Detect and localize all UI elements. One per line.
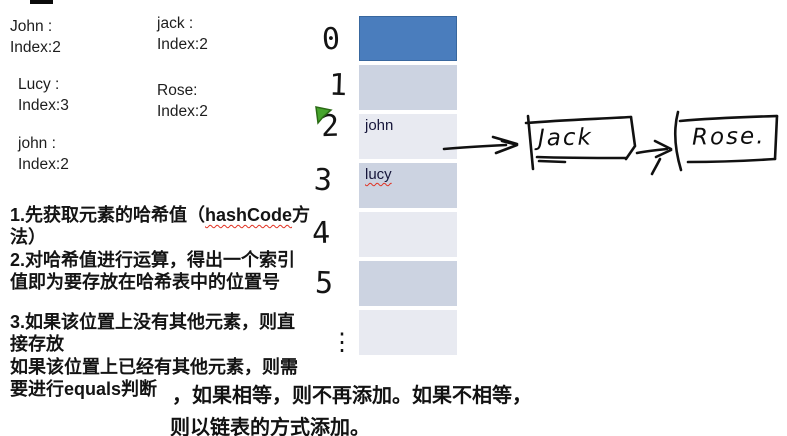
entry-index: Index:2 xyxy=(18,156,69,173)
array-cell-0 xyxy=(359,16,457,61)
entry-name: jack : xyxy=(157,15,194,32)
note-line: 2.对哈希值进行运算，得出一个索引 xyxy=(10,249,296,270)
note-big-line-1: ，如果相等，则不再添加。如果不相等， xyxy=(172,385,532,407)
array-cell-4 xyxy=(359,212,457,257)
note-line: 接存放 xyxy=(10,334,64,355)
entry-Lucy: Lucy : Index:3 xyxy=(18,74,69,116)
array-cell-5 xyxy=(359,261,457,306)
note-code-hashcode: hashCode xyxy=(205,205,293,225)
entry-name: Lucy : xyxy=(18,76,60,93)
arrow-icon-jack-to-rose xyxy=(635,139,673,176)
entry-name: Rose: xyxy=(157,82,198,99)
cell-label-misspell: lucy xyxy=(365,166,392,183)
note-big-line-2: 则以链表的方式添加。 xyxy=(170,417,370,436)
entry-index: Index:2 xyxy=(157,103,208,120)
note-line: 1.先获取元素的哈希值（hashCode方 xyxy=(10,204,330,226)
jack-node-label: Jack xyxy=(537,124,594,152)
array-cell-6 xyxy=(359,310,457,355)
note-line: 要进行equals判断 xyxy=(10,378,158,399)
entry-index: Index:2 xyxy=(10,39,61,56)
entry-name: john : xyxy=(18,135,56,152)
video-artifact-mark xyxy=(30,0,53,4)
note-line: 如果该位置上已经有其他元素，则需 xyxy=(10,356,298,377)
entry-index: Index:2 xyxy=(157,36,208,53)
handwritten-index-0: 0 xyxy=(321,21,341,58)
note-line: 法） xyxy=(10,227,46,248)
hash-table-array: john lucy xyxy=(359,16,457,359)
entry-jack: jack : Index:2 xyxy=(157,13,208,55)
handwritten-index-1: 1 xyxy=(328,67,348,104)
notes-step3: 3.如果该位置上没有其他元素，则直 接存放 如果该位置上已经有其他元素，则需 要… xyxy=(10,311,330,400)
note-line: 3.如果该位置上没有其他元素，则直 xyxy=(10,312,296,332)
entry-john: john : Index:2 xyxy=(18,133,69,175)
note-text: 方 xyxy=(292,205,311,225)
entry-Rose: Rose: Index:2 xyxy=(157,80,208,122)
handwritten-index-ellipsis: ⋮ xyxy=(330,328,354,356)
array-cell-2-john: john xyxy=(359,114,457,159)
handwritten-index-2: 2 xyxy=(320,108,340,145)
entry-index: Index:3 xyxy=(18,97,69,114)
array-cell-1 xyxy=(359,65,457,110)
notes-step1-2: 1.先获取元素的哈希值（hashCode方 法） 2.对哈希值进行运算，得出一个… xyxy=(10,204,330,293)
note-text: 1.先获取元素的哈希值（ xyxy=(10,205,206,225)
array-cell-3-lucy: lucy xyxy=(359,163,457,208)
entry-John: John : Index:2 xyxy=(10,16,61,58)
entry-name: John : xyxy=(10,18,53,35)
rose-node-label: Rose. xyxy=(691,123,766,151)
handwritten-index-3: 3 xyxy=(313,162,333,199)
note-line: 值即为要存放在哈希表中的位置号 xyxy=(10,271,280,292)
